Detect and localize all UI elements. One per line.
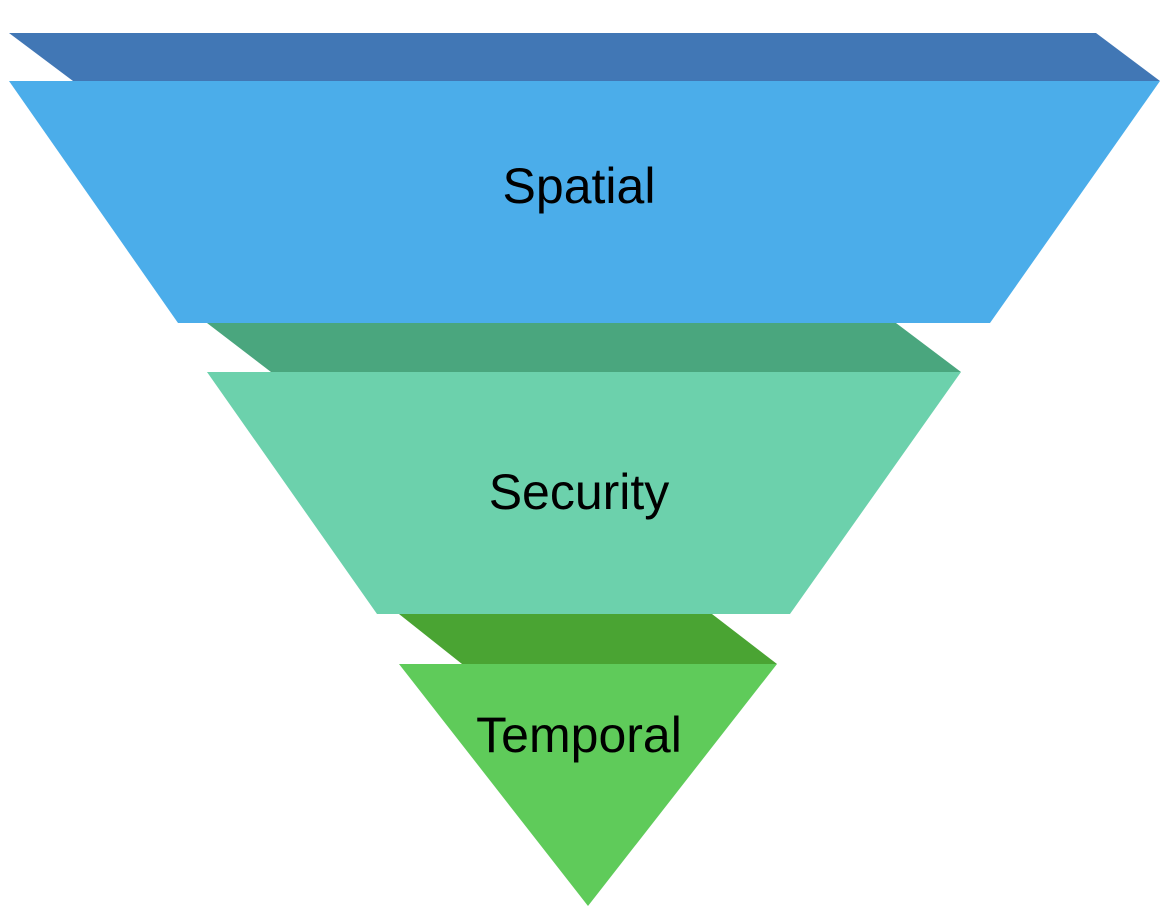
- funnel-layer-spatial-front-face: [9, 81, 1160, 323]
- funnel-layer-spatial-label: Spatial: [503, 158, 656, 214]
- funnel-layer-temporal: Temporal: [399, 614, 777, 906]
- funnel-layer-temporal-label: Temporal: [476, 707, 682, 763]
- funnel-layer-security-front-face: [207, 372, 961, 614]
- funnel-layer-security: Security: [207, 323, 961, 614]
- funnel-layer-spatial-top-face: [9, 33, 1160, 81]
- funnel-layer-spatial: Spatial: [9, 33, 1160, 323]
- funnel-layer-security-label: Security: [489, 464, 670, 520]
- funnel-layer-security-top-face: [207, 323, 961, 372]
- funnel-layer-temporal-top-face: [399, 614, 777, 664]
- funnel-layer-temporal-front-face: [399, 664, 777, 906]
